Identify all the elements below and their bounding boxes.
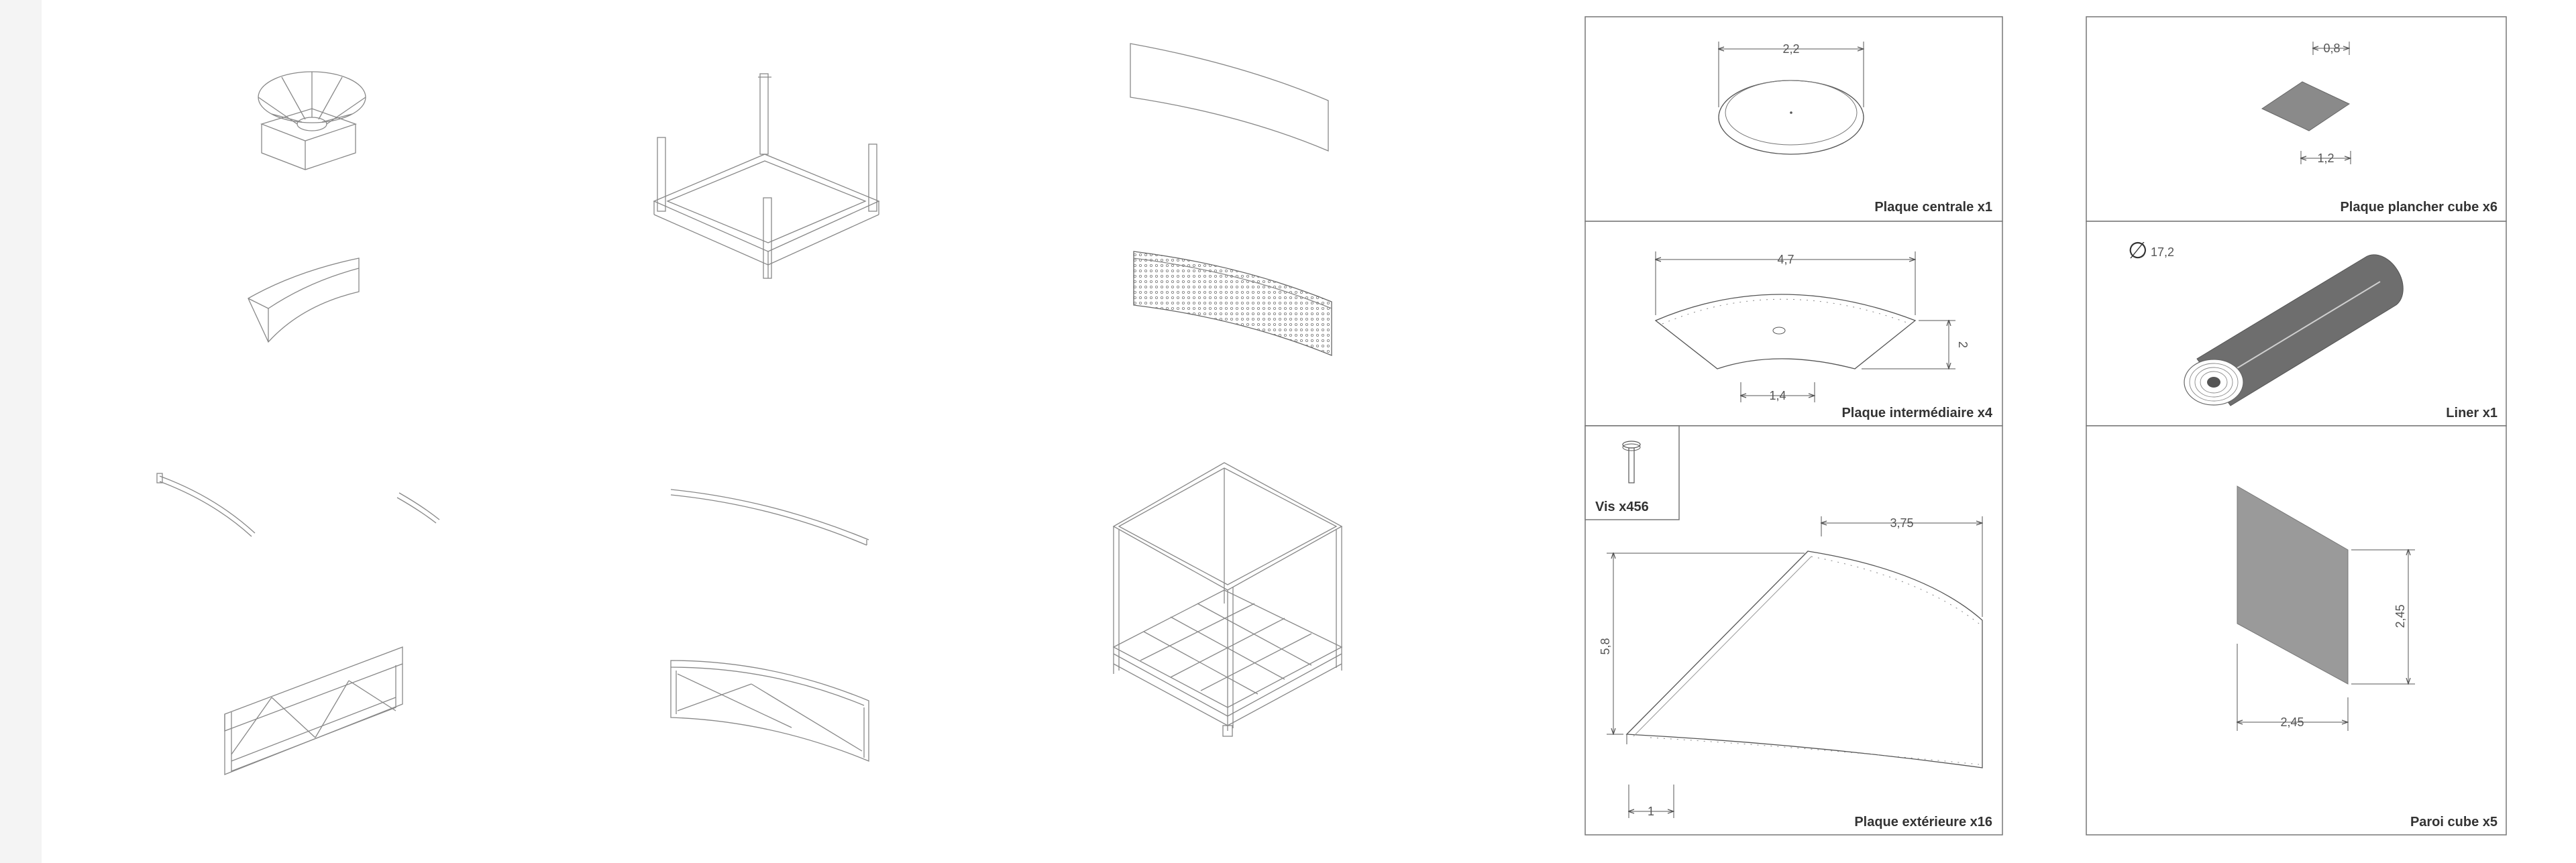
curved-beam-short-drawing	[396, 492, 440, 524]
label-plaque-exterieure: Plaque extérieure x16	[1854, 815, 1992, 829]
panel-paroi-cube: 2,45 2,45 Paroi cube x5	[2086, 425, 2507, 836]
label-paroi-cube: Paroi cube x5	[2410, 815, 2498, 829]
panel-liner: ∅ 17,2 Liner x1	[2086, 221, 2507, 426]
label-vis: Vis x456	[1595, 500, 1649, 514]
panel-plaque-plancher: 0,8 1,2 Plaque plancher cube x6	[2086, 16, 2507, 222]
truss-frame-drawing	[224, 646, 403, 775]
cube-frame-assembly-drawing	[1112, 462, 1343, 737]
dim-plancher-length: 1,2	[2317, 152, 2334, 165]
label-plaque-plancher: Plaque plancher cube x6	[2340, 200, 2498, 215]
panel-plaque-centrale: 2,2 Plaque centrale x1	[1585, 16, 2003, 222]
curved-frame-panel-drawing	[670, 660, 869, 762]
diameter-symbol-icon: ∅	[2128, 237, 2148, 264]
dim-liner-diameter: 17,2	[2151, 245, 2174, 259]
label-liner: Liner x1	[2446, 406, 2498, 420]
dim-exterieure-bottom: 1	[1648, 805, 1654, 818]
curved-mesh-panel-drawing	[1133, 251, 1332, 356]
dim-exterieure-top: 3,75	[1890, 516, 1913, 530]
label-plaque-intermediaire: Plaque intermédiaire x4	[1841, 406, 1992, 420]
panel-vis: Vis x456	[1585, 425, 1680, 520]
dim-paroi-height: 2,45	[2394, 604, 2407, 628]
panel-plaque-intermediaire: 4,7 2 1,4 Plaque intermédiaire x4	[1585, 221, 2003, 426]
dim-paroi-width: 2,45	[2280, 715, 2304, 729]
curved-beam-long-drawing	[156, 473, 256, 537]
curved-block-drawing	[248, 257, 360, 343]
cube-base-frame-drawing	[653, 73, 880, 279]
label-plaque-centrale: Plaque centrale x1	[1874, 200, 1992, 215]
curved-plain-panel-drawing	[1130, 43, 1329, 152]
dim-intermediaire-height: 2	[1956, 341, 1970, 348]
dim-intermediaire-width: 4,7	[1777, 253, 1794, 266]
dim-intermediaire-inner: 1,4	[1769, 389, 1786, 402]
dish-frame-drawing	[258, 71, 366, 170]
dim-plancher-width: 0,8	[2323, 42, 2340, 55]
dim-exterieure-height: 5,8	[1599, 638, 1612, 654]
curved-rail-drawing	[670, 489, 869, 546]
dim-diameter-centrale: 2,2	[1782, 42, 1799, 56]
